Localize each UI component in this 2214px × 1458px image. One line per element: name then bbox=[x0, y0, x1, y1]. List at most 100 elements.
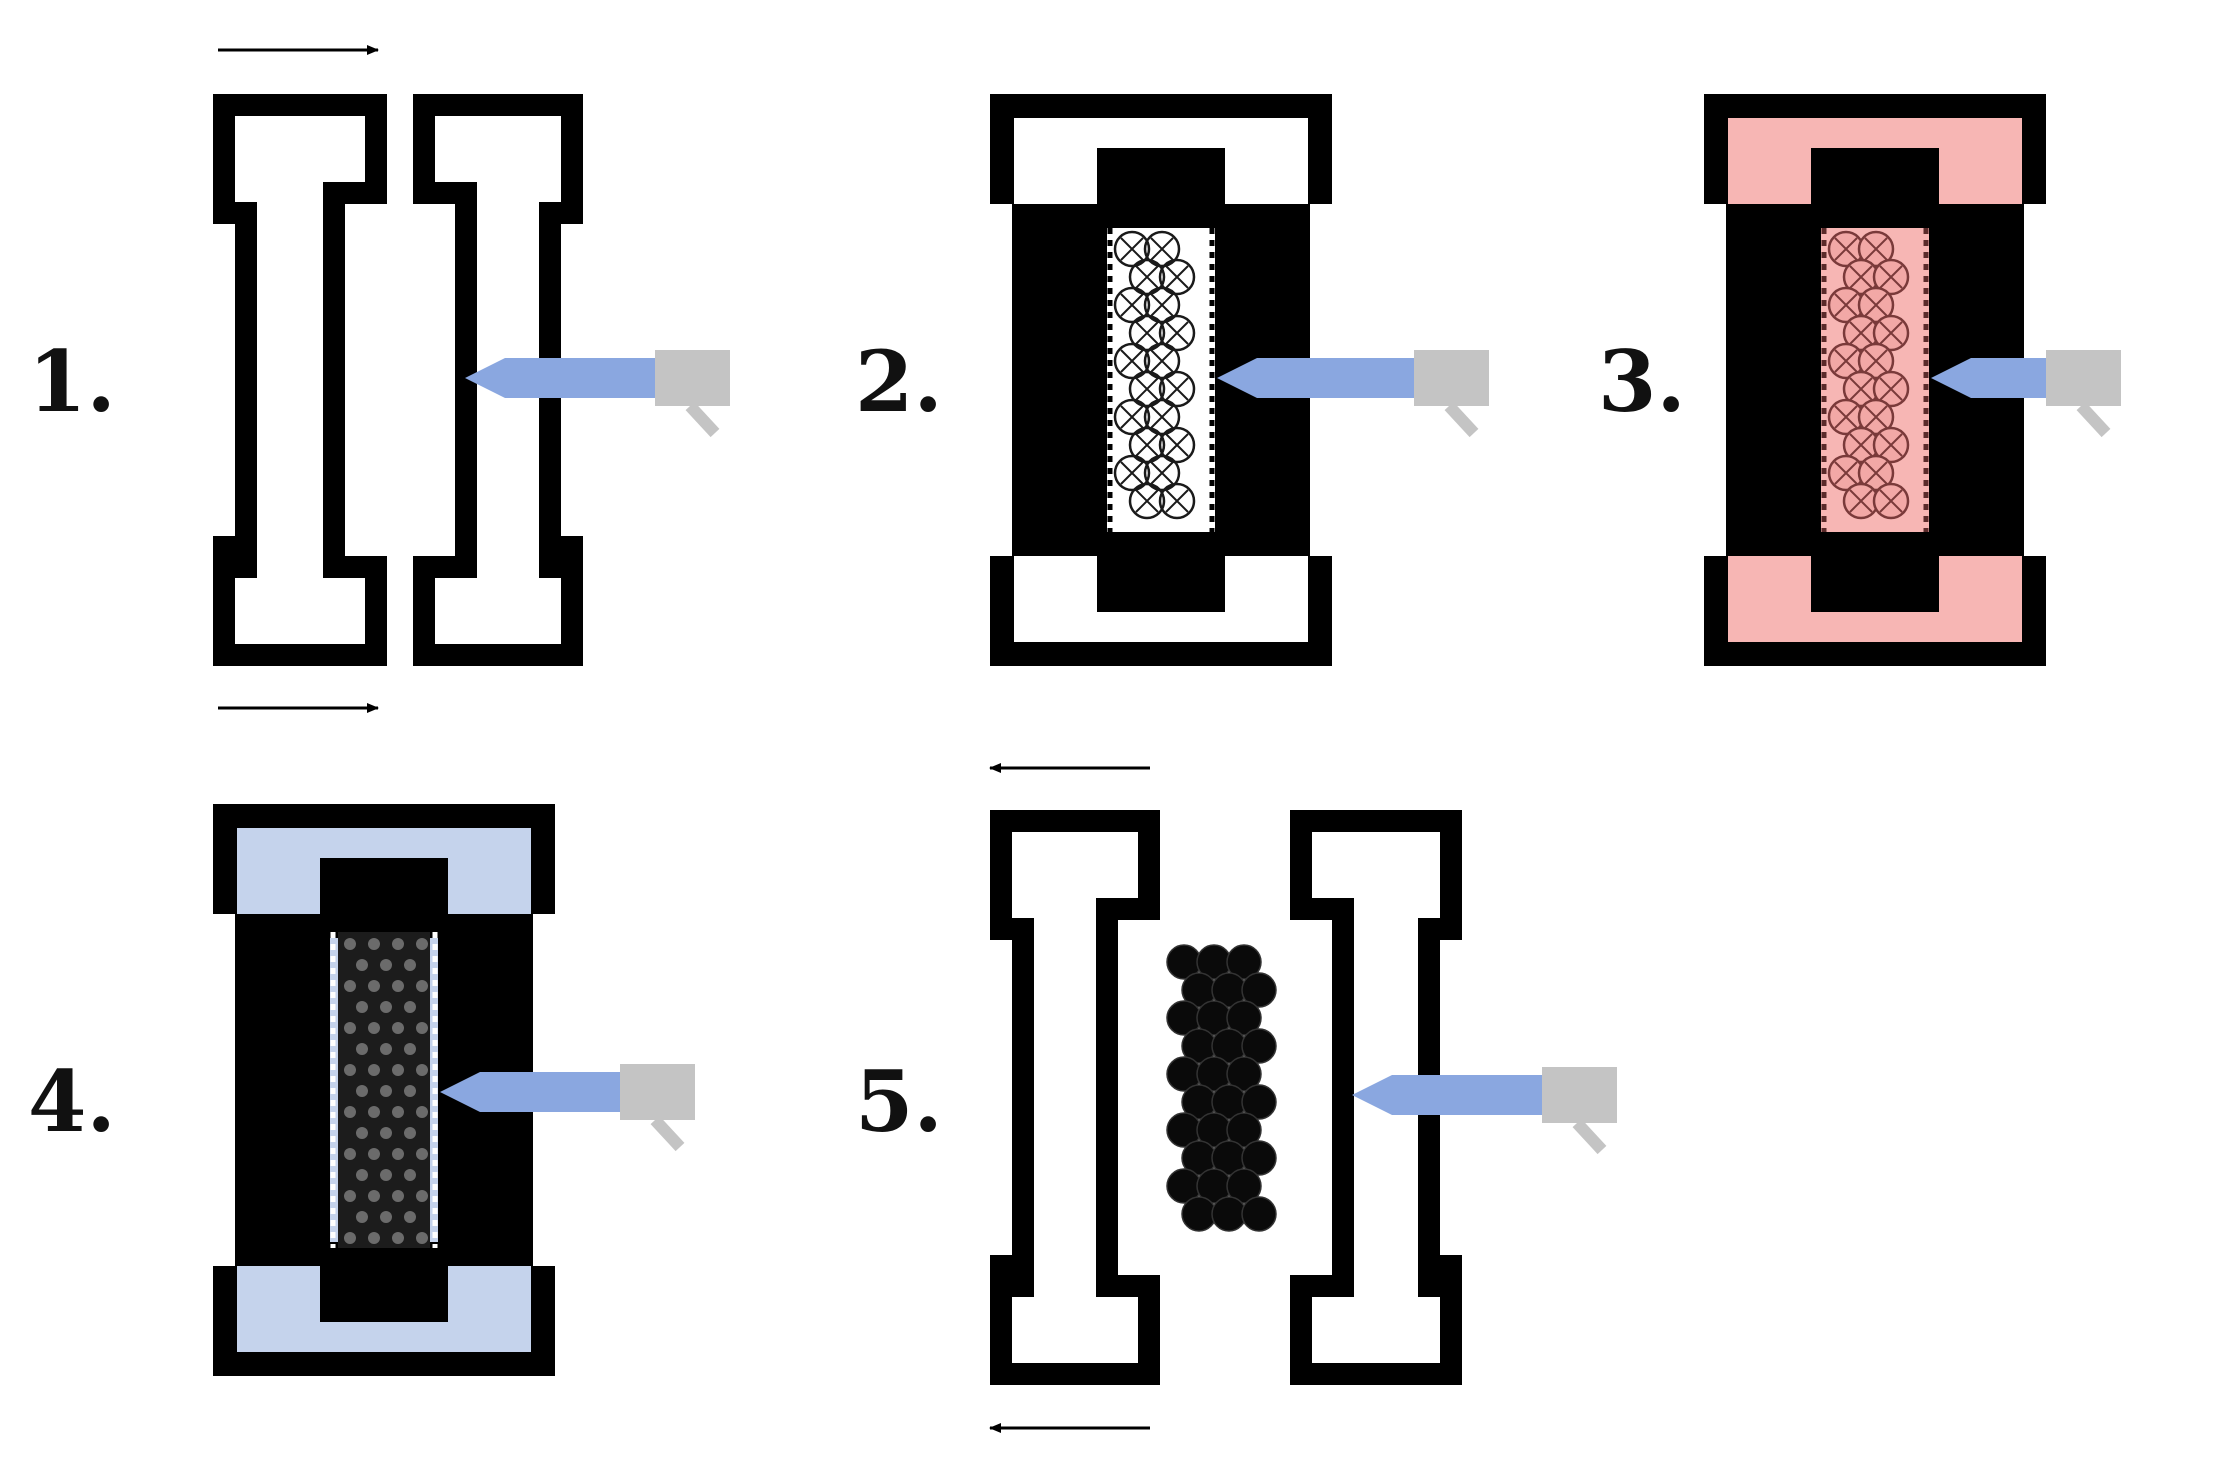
particle-cross bbox=[1165, 321, 1189, 345]
particle bbox=[1113, 454, 1151, 492]
particle bbox=[1226, 1112, 1262, 1148]
particle bbox=[380, 1169, 392, 1181]
particle bbox=[368, 1022, 380, 1034]
particle bbox=[1113, 342, 1151, 380]
particle bbox=[356, 1127, 368, 1139]
step-label-2: 2. bbox=[855, 332, 943, 431]
particle bbox=[1241, 1084, 1277, 1120]
particle bbox=[356, 1169, 368, 1181]
particle bbox=[416, 1064, 428, 1076]
panel-5 bbox=[989, 763, 1617, 1433]
particle bbox=[392, 938, 404, 950]
particle bbox=[1143, 286, 1181, 324]
particle bbox=[404, 1085, 416, 1097]
particle bbox=[1128, 426, 1166, 464]
particle-cross bbox=[1834, 293, 1858, 317]
particle bbox=[356, 959, 368, 971]
step-label-5: 5. bbox=[855, 1052, 943, 1151]
panel-4 bbox=[213, 804, 695, 1376]
particle bbox=[416, 1106, 428, 1118]
particle bbox=[1181, 1196, 1217, 1232]
particle bbox=[344, 1106, 356, 1118]
left-plate-body bbox=[1012, 832, 1138, 1363]
particle-cross bbox=[1150, 349, 1174, 373]
inlet-nozzle-icon bbox=[465, 350, 730, 438]
particle bbox=[404, 1169, 416, 1181]
particle bbox=[344, 938, 356, 950]
particle bbox=[380, 1043, 392, 1055]
particle-cross bbox=[1834, 237, 1858, 261]
particle bbox=[416, 980, 428, 992]
step-label-4: 4. bbox=[28, 1052, 116, 1151]
particle bbox=[1226, 1000, 1262, 1036]
particle bbox=[368, 1064, 380, 1076]
particle bbox=[356, 1043, 368, 1055]
particle bbox=[344, 980, 356, 992]
particle-cross bbox=[1879, 321, 1903, 345]
particle bbox=[1113, 230, 1151, 268]
particle bbox=[1241, 1140, 1277, 1176]
particle-cross bbox=[1834, 405, 1858, 429]
particle-cross bbox=[1165, 265, 1189, 289]
particle bbox=[1143, 454, 1181, 492]
particle bbox=[368, 980, 380, 992]
particle-cross bbox=[1864, 293, 1888, 317]
particle bbox=[416, 1190, 428, 1202]
particle-cross bbox=[1165, 377, 1189, 401]
particle-cross bbox=[1120, 293, 1144, 317]
particle bbox=[356, 1001, 368, 1013]
particle bbox=[380, 1211, 392, 1223]
particle bbox=[380, 1001, 392, 1013]
particle bbox=[1143, 398, 1181, 436]
particle-cross bbox=[1120, 405, 1144, 429]
step-label-1: 1. bbox=[28, 332, 116, 431]
particle-cross bbox=[1879, 265, 1903, 289]
particle bbox=[368, 1148, 380, 1160]
particle bbox=[1128, 370, 1166, 408]
particle bbox=[392, 1232, 404, 1244]
particle bbox=[356, 1085, 368, 1097]
particle bbox=[416, 1022, 428, 1034]
particle bbox=[1241, 1196, 1277, 1232]
particle bbox=[1226, 944, 1262, 980]
particle-cross bbox=[1864, 237, 1888, 261]
particle-cross bbox=[1849, 489, 1873, 513]
particle bbox=[392, 1148, 404, 1160]
particle bbox=[404, 1043, 416, 1055]
particle-cross bbox=[1150, 293, 1174, 317]
particle-cross bbox=[1135, 489, 1159, 513]
particle bbox=[1158, 426, 1196, 464]
particle bbox=[380, 1127, 392, 1139]
particle bbox=[404, 1211, 416, 1223]
particle bbox=[344, 1148, 356, 1160]
particle bbox=[1128, 258, 1166, 296]
particle-cross bbox=[1150, 461, 1174, 485]
left-plate-body bbox=[235, 116, 365, 644]
particle-cross bbox=[1849, 265, 1873, 289]
particle-cross bbox=[1165, 489, 1189, 513]
particle-cross bbox=[1120, 237, 1144, 261]
particle-cross bbox=[1120, 349, 1144, 373]
particle-cross bbox=[1879, 489, 1903, 513]
particle bbox=[392, 1190, 404, 1202]
inlet-nozzle-icon bbox=[1931, 350, 2121, 438]
particle-cross bbox=[1849, 321, 1873, 345]
inlet-nozzle-icon bbox=[1352, 1067, 1617, 1155]
particle bbox=[416, 1232, 428, 1244]
particle bbox=[380, 959, 392, 971]
particle-cross bbox=[1879, 433, 1903, 457]
particle bbox=[392, 1022, 404, 1034]
particle-cross bbox=[1150, 237, 1174, 261]
particle-cross bbox=[1120, 461, 1144, 485]
particle-cross bbox=[1849, 377, 1873, 401]
particle bbox=[1143, 230, 1181, 268]
particle bbox=[1113, 286, 1151, 324]
particle-cross bbox=[1864, 461, 1888, 485]
particle bbox=[1241, 1028, 1277, 1064]
particle bbox=[1158, 314, 1196, 352]
step-label-3: 3. bbox=[1598, 332, 1686, 431]
particle-cross bbox=[1879, 377, 1903, 401]
particle-cross bbox=[1135, 433, 1159, 457]
